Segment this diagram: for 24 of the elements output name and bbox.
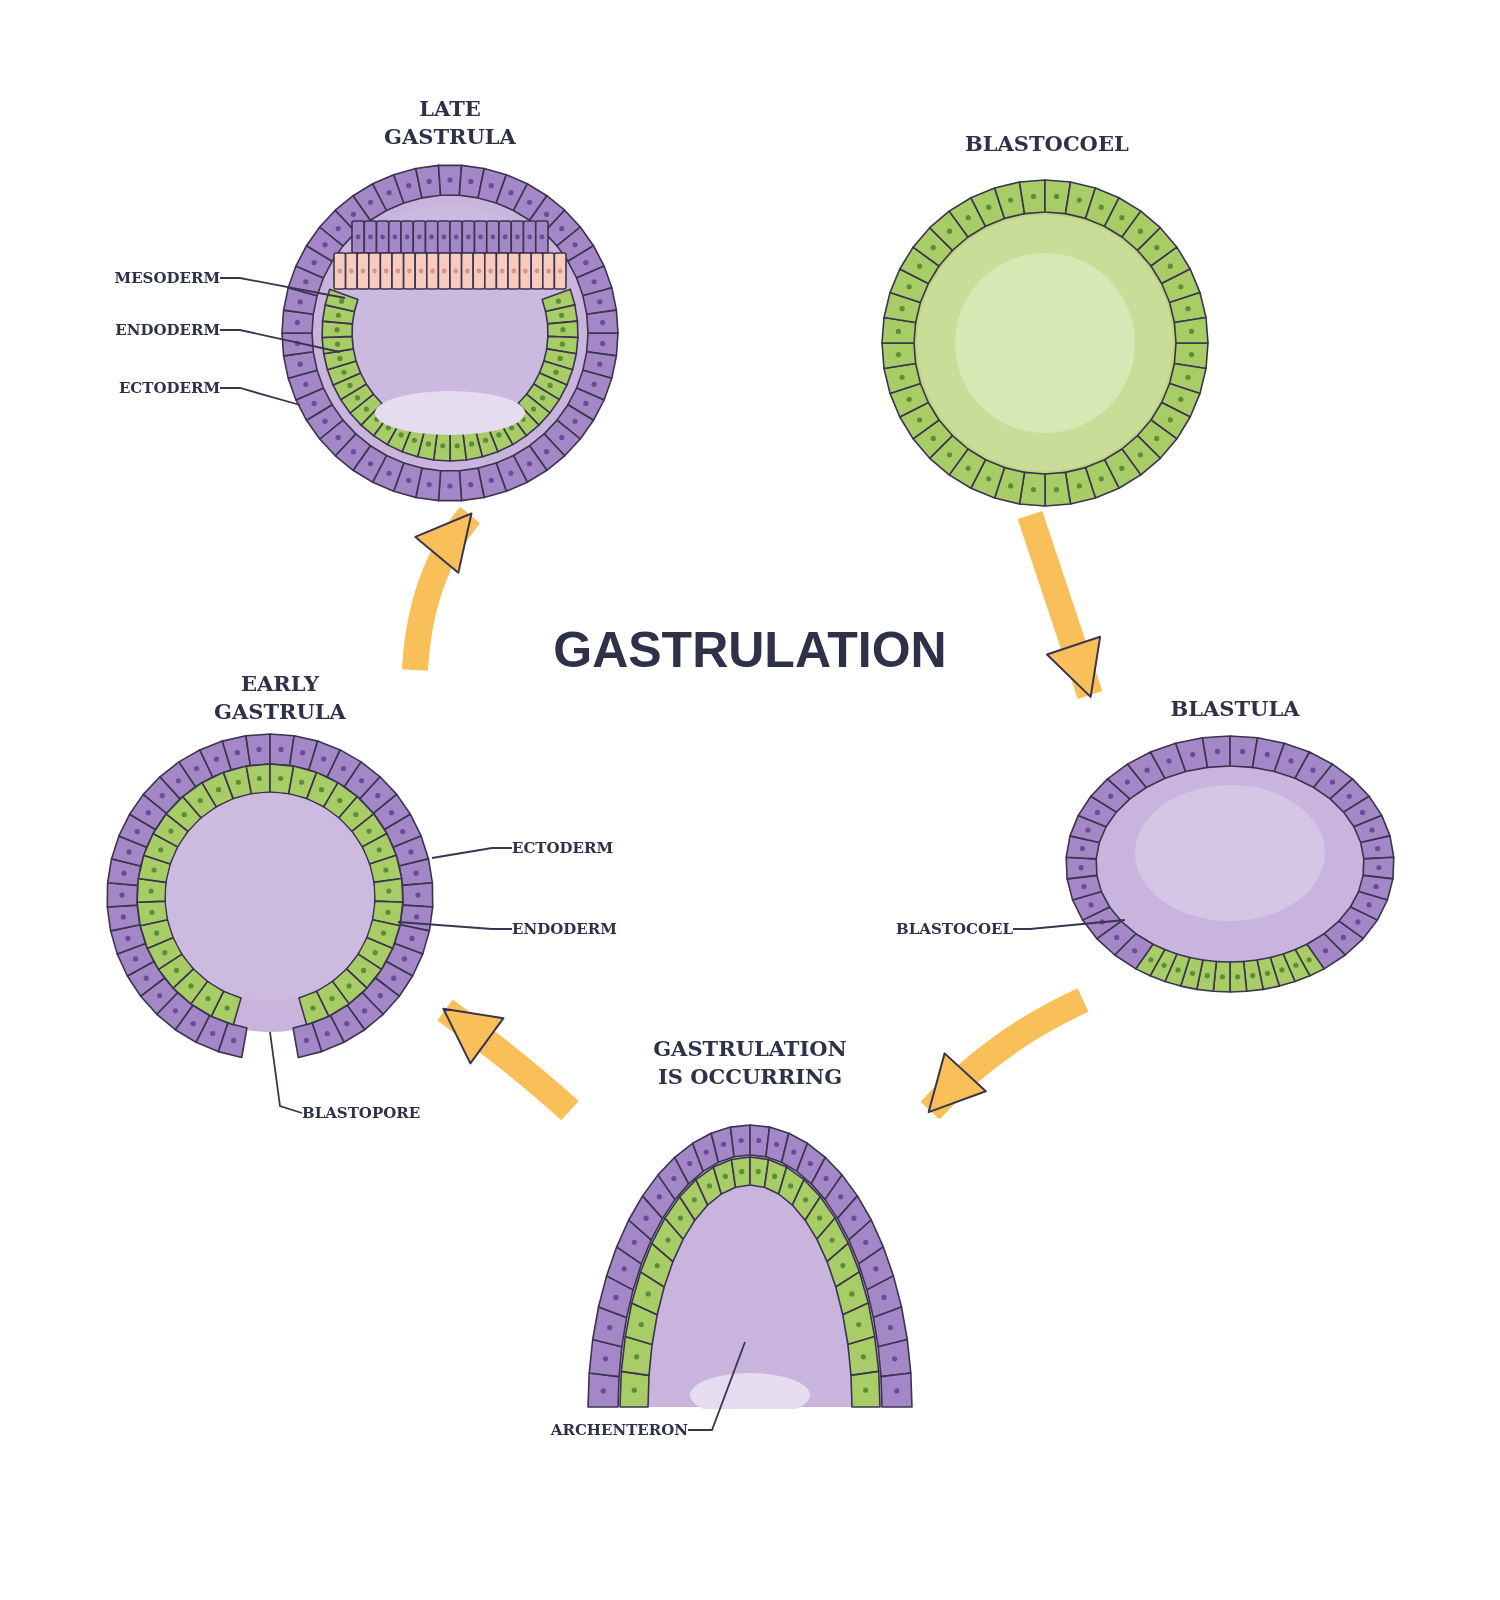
process-arrow: [401, 506, 481, 671]
process-arrow: [1017, 510, 1103, 700]
diagram-title: GASTRULATION: [552, 625, 948, 675]
stage-heading: EARLY GASTRULA: [213, 670, 347, 726]
leader-line: [1012, 919, 1126, 930]
part-label: ARCHENTERON: [510, 1418, 688, 1442]
leader-line: [431, 847, 513, 859]
part-label: BLASTOCOEL: [835, 917, 1013, 941]
stage-heading: BLASTULA: [1169, 695, 1301, 723]
process-arrow: [920, 988, 1089, 1120]
process-arrow: [437, 999, 579, 1121]
part-label: ENDODERM: [60, 318, 220, 342]
part-label: ECTODERM: [512, 836, 672, 860]
stage-heading: LATE GASTRULA: [383, 95, 517, 151]
leader-line: [269, 1031, 303, 1114]
part-label: BLASTOPORE: [302, 1101, 472, 1125]
part-label: ECTODERM: [60, 376, 220, 400]
stage-heading: GASTRULATION IS OCCURRING: [652, 1035, 848, 1091]
leader-line: [219, 387, 301, 406]
leader-line: [219, 277, 346, 299]
part-label: MESODERM: [60, 266, 220, 290]
part-label: ENDODERM: [512, 917, 672, 941]
leader-line: [687, 1341, 746, 1431]
leader-line: [219, 329, 341, 353]
